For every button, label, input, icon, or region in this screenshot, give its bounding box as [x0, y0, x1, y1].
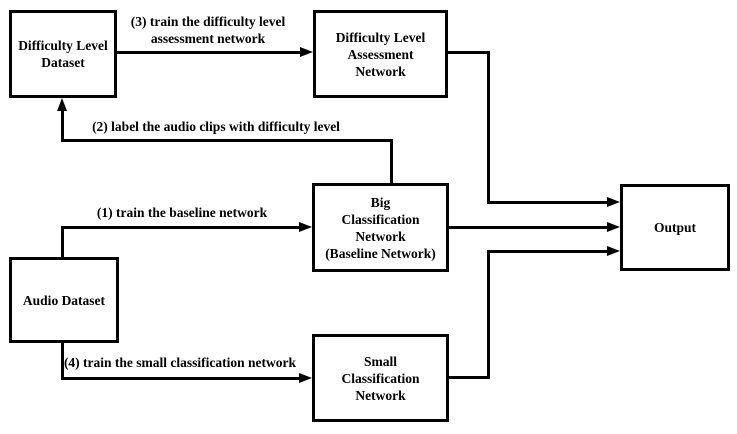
edge-big-to-output-line — [449, 226, 607, 229]
edge-step2-arrowhead-icon — [57, 98, 67, 111]
edge-label-step2: (2) label the audio clips with difficult… — [92, 119, 340, 134]
edge-small-to-output-line-v — [487, 250, 490, 379]
edge-assessment-to-output-line-h1 — [448, 51, 490, 54]
edge-small-to-output-line-h1 — [449, 376, 490, 379]
edge-step2-line-vertical-right — [390, 139, 393, 183]
node-small-classification-network: Small Classification Network — [312, 334, 449, 422]
edge-step3-line — [117, 51, 300, 54]
edge-step4-line-vertical — [61, 343, 64, 380]
node-audio-dataset: Audio Dataset — [9, 257, 119, 343]
node-big-classification-network: Big Classification Network (Baseline Net… — [312, 183, 449, 272]
edge-step4-line-horizontal — [61, 377, 300, 380]
edge-step2-line-vertical-left — [61, 110, 64, 142]
edge-big-to-output-arrowhead-icon — [607, 222, 620, 232]
edge-step3-arrowhead-icon — [300, 47, 313, 57]
node-difficulty-level-dataset: Difficulty Level Dataset — [9, 10, 117, 98]
edge-step1-arrowhead-icon — [299, 222, 312, 232]
edge-step1-line-horizontal — [61, 226, 300, 229]
edge-small-to-output-arrowhead-icon — [607, 246, 620, 256]
edge-assessment-to-output-line-h2 — [487, 201, 607, 204]
edge-step4-arrowhead-icon — [299, 373, 312, 383]
node-difficulty-level-assessment-network: Difficulty Level Assessment Network — [313, 10, 448, 98]
edge-label-step4: (4) train the small classification netwo… — [63, 355, 297, 370]
edge-step1-line-vertical — [61, 226, 64, 257]
edge-assessment-to-output-arrowhead-icon — [607, 197, 620, 207]
edge-step2-line-horizontal — [61, 139, 393, 142]
node-output: Output — [620, 184, 730, 271]
edge-label-step3: (3) train the difficulty level assessmen… — [130, 14, 286, 46]
edge-assessment-to-output-line-v — [487, 51, 490, 204]
edge-label-step1: (1) train the baseline network — [96, 205, 268, 220]
edge-small-to-output-line-h2 — [487, 250, 607, 253]
